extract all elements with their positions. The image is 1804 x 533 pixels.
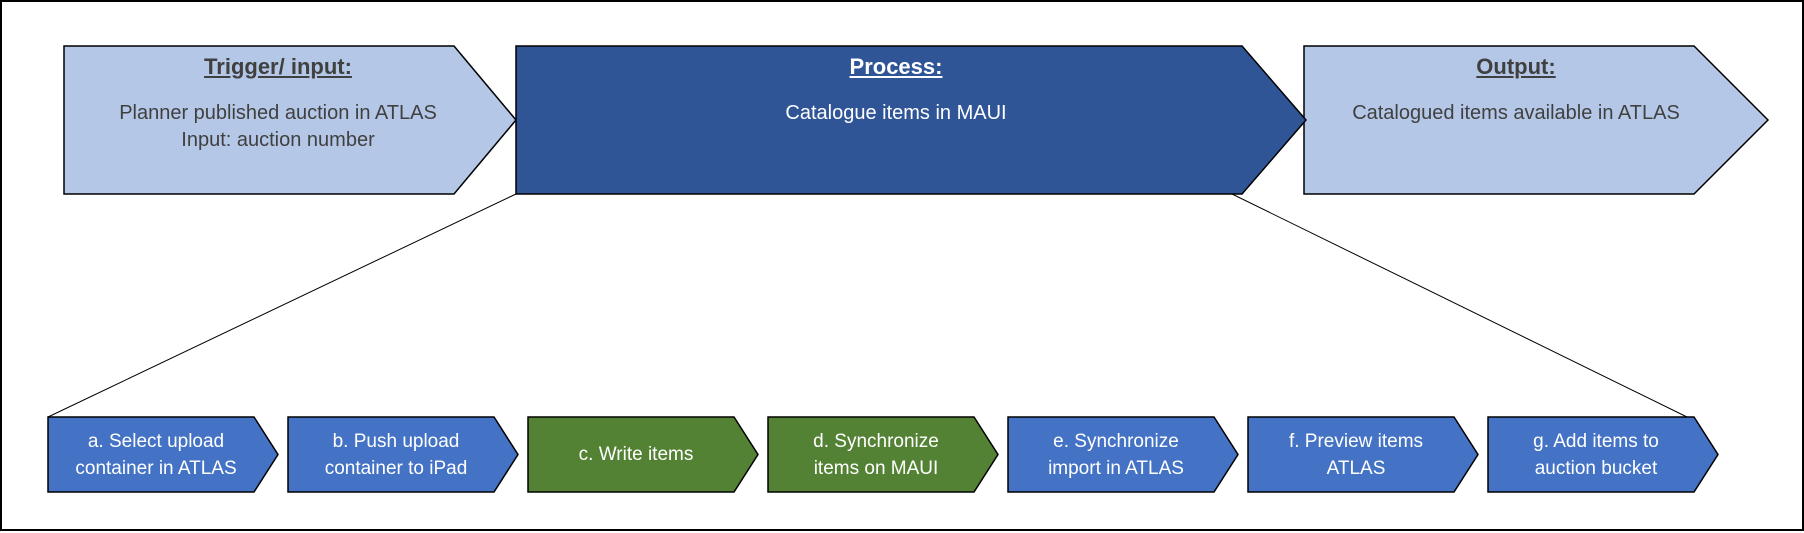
- step-shapes: [47, 416, 1719, 493]
- trigger-shape: [63, 45, 517, 195]
- step-c-label: c. Write items: [528, 417, 744, 492]
- step-a-line-2: container in ATLAS: [75, 457, 237, 479]
- step-d-line-2: items on MAUI: [813, 457, 939, 479]
- step-g-shape: [1487, 416, 1719, 493]
- step-a-label: a. Select upload container in ATLAS: [48, 417, 264, 492]
- step-c-line-1: c. Write items: [578, 444, 694, 465]
- step-d-label: d. Synchronize items on MAUI: [768, 417, 984, 492]
- step-g-line-2: auction bucket: [1534, 457, 1658, 479]
- output-shape: [1303, 45, 1770, 195]
- step-d-shape: [767, 416, 999, 493]
- step-b-line-1: b. Push upload: [332, 430, 460, 452]
- trigger-line-1: Planner published auction in ATLAS: [119, 102, 437, 124]
- step-a-line-1: a. Select upload: [87, 430, 225, 452]
- zoom-line-left: [47, 193, 517, 418]
- process-line-1: Catalogue items in MAUI: [785, 102, 1007, 124]
- step-c-shape: [527, 416, 759, 493]
- step-f-line-2: ATLAS: [1326, 457, 1386, 479]
- output-line-1: Catalogued items available in ATLAS: [1352, 102, 1680, 124]
- step-e-line-2: import in ATLAS: [1048, 457, 1184, 479]
- output-label: Output: Catalogued items available in AT…: [1306, 46, 1726, 194]
- output-heading: Output:: [1476, 54, 1556, 79]
- trigger-label: Trigger/ input: Planner published auctio…: [64, 46, 492, 194]
- step-f-label: f. Preview items ATLAS: [1248, 417, 1464, 492]
- process-heading: Process:: [849, 54, 943, 79]
- step-a-shape: [47, 416, 279, 493]
- step-g-label: g. Add items to auction bucket: [1488, 417, 1704, 492]
- trigger-heading: Trigger/ input:: [204, 54, 352, 79]
- process-label: Process: Catalogue items in MAUI: [516, 46, 1276, 194]
- zoom-line-right: [1231, 193, 1688, 418]
- step-e-line-1: e. Synchronize: [1053, 430, 1179, 452]
- step-e-label: e. Synchronize import in ATLAS: [1008, 417, 1224, 492]
- step-d-line-1: d. Synchronize: [813, 430, 939, 452]
- process-shape: [515, 45, 1307, 195]
- step-e-shape: [1007, 416, 1239, 493]
- step-b-line-2: container to iPad: [324, 457, 468, 479]
- step-b-shape: [287, 416, 519, 493]
- trigger-line-2: Input: auction number: [181, 129, 375, 151]
- step-f-shape: [1247, 416, 1479, 493]
- step-f-line-1: f. Preview items: [1288, 430, 1424, 452]
- step-g-line-1: g. Add items to: [1533, 430, 1659, 452]
- step-b-label: b. Push upload container to iPad: [288, 417, 504, 492]
